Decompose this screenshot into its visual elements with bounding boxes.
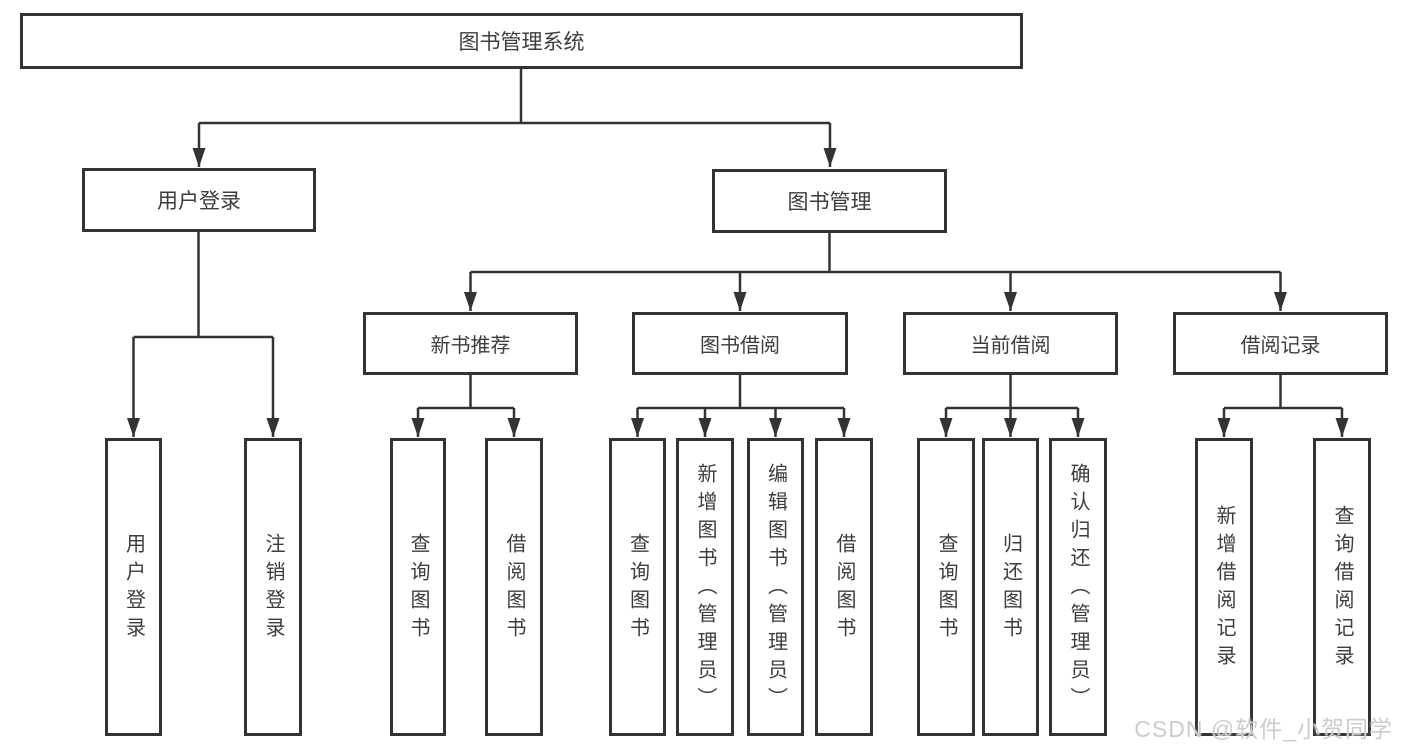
node-new-book-recommend: 新书推荐: [363, 312, 578, 375]
leaf-add-borrow-record: 新增借阅记录: [1195, 438, 1253, 736]
connector-current-borrow-to-leaves: [939, 375, 1085, 437]
connector-book-management-to-level3: [464, 233, 1287, 311]
connector-user-login-to-leaves: [127, 232, 280, 437]
leaf-query-borrow-record: 查询借阅记录: [1313, 438, 1371, 736]
connector-book-borrow-to-leaves: [631, 375, 851, 437]
leaf-user-login: 用户登录: [105, 438, 162, 736]
node-borrow-records: 借阅记录: [1173, 312, 1388, 375]
leaf-borrow-books: 借阅图书: [815, 438, 873, 736]
leaf-add-books-admin: 新增图书（管理员）: [676, 438, 734, 736]
leaf-logout: 注销登录: [244, 438, 302, 736]
node-book-borrow: 图书借阅: [632, 312, 848, 375]
leaf-return-books: 归还图书: [982, 438, 1039, 736]
leaf-query-books-recommend: 查询图书: [390, 438, 446, 736]
connector-borrow-records-to-leaves: [1217, 375, 1349, 437]
leaf-edit-books-admin: 编辑图书（管理员）: [747, 438, 804, 736]
leaf-query-books-borrow: 查询图书: [609, 438, 666, 736]
node-current-borrow: 当前借阅: [903, 312, 1118, 375]
connector-new-book-recommend-to-leaves: [411, 375, 521, 437]
leaf-borrow-books-recommend: 借阅图书: [485, 438, 543, 736]
connector-root-to-level2: [192, 69, 837, 167]
csdn-watermark: CSDN @软件_小贺同学: [1134, 716, 1393, 742]
node-book-management: 图书管理: [712, 169, 947, 233]
node-root-system: 图书管理系统: [20, 13, 1023, 69]
leaf-confirm-return-admin: 确认归还（管理员）: [1049, 438, 1107, 736]
node-user-login: 用户登录: [82, 168, 316, 232]
leaf-query-books-current: 查询图书: [917, 438, 975, 736]
